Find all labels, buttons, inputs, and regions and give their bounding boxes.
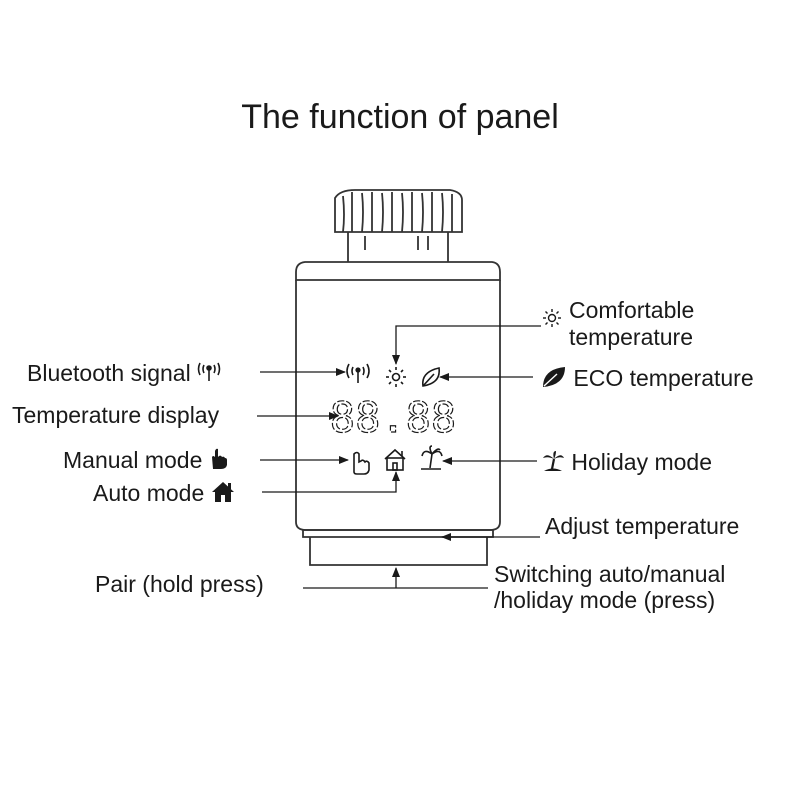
label-bluetooth: Bluetooth signal <box>27 360 221 388</box>
hand-icon <box>353 451 370 475</box>
label-manual: Manual mode <box>63 447 229 476</box>
home-icon <box>211 481 235 508</box>
bluetooth-icon <box>346 363 370 383</box>
connector-lines <box>257 325 541 589</box>
label-comfortable: Comfortable temperature <box>541 297 694 350</box>
page-title: The function of panel <box>241 98 559 136</box>
label-pair: Pair (hold press) <box>95 571 264 597</box>
label-auto: Auto mode <box>93 480 235 508</box>
label-eco: ECO temperature <box>541 365 754 394</box>
leaf-icon <box>541 365 567 394</box>
bluetooth-icon <box>197 361 221 388</box>
palm-tree-icon <box>541 449 565 478</box>
palm-tree-icon <box>421 445 443 470</box>
label-adjust: Adjust temperature <box>545 513 740 539</box>
temperature-digits: 88.88 <box>330 393 456 442</box>
label-switching: Switching auto/manual /holiday mode (pre… <box>494 561 726 613</box>
label-holiday: Holiday mode <box>541 449 712 478</box>
knob-cap[interactable] <box>334 189 463 262</box>
sun-icon <box>386 367 406 387</box>
adjust-ring[interactable] <box>302 529 494 566</box>
sun-icon <box>541 309 569 350</box>
hand-icon <box>209 447 229 476</box>
home-icon <box>384 448 406 471</box>
leaf-icon <box>422 367 440 387</box>
label-temperature-display: Temperature display <box>12 402 220 428</box>
